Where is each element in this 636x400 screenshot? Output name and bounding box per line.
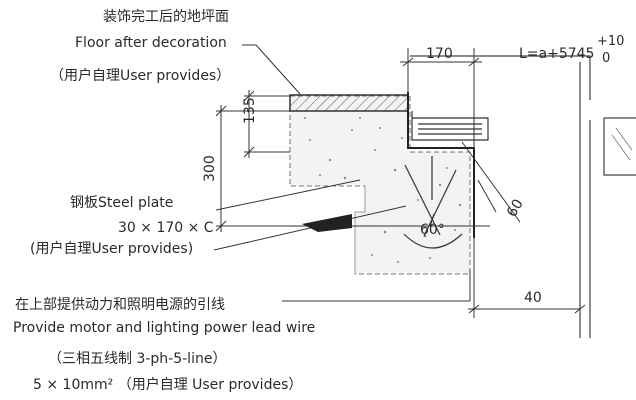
dim-40-value: 40 <box>524 290 542 306</box>
lead-wire-label-en: Provide motor and lighting power lead wi… <box>13 320 316 336</box>
dim-vertical-lines <box>215 90 290 232</box>
angle-arrow <box>429 213 435 227</box>
wire-spec-label: 5 × 10mm² （用户自理 User provides） <box>33 377 303 393</box>
dim-300-value: 300 <box>202 155 218 182</box>
dim-170-lines <box>400 48 482 148</box>
dim-170-value: 170 <box>426 46 453 62</box>
dim-tolerance-zero: 0 <box>602 51 611 66</box>
angle-spec-label: 30 × 170 × C <box>118 220 214 236</box>
steel-plate-label: 钢板Steel plate <box>70 195 174 211</box>
floor-provides-label: （用户自理User provides） <box>50 68 231 84</box>
steel-wedge <box>302 214 352 232</box>
dim-40-lines <box>468 238 586 318</box>
lead-wire-label-cn: 在上部提供动力和照明电源的引线 <box>15 297 225 313</box>
steel-plate-frame <box>411 111 489 141</box>
floor-finish-layer <box>289 94 409 112</box>
dim-tolerance-plus: +10 <box>597 34 625 49</box>
floor-label-en: Floor after decoration <box>75 35 227 51</box>
steel-angle <box>407 92 475 238</box>
dim-135-value: 135 <box>242 97 258 124</box>
dim-60-lines <box>461 141 521 223</box>
concrete-body <box>289 95 471 275</box>
dim-length-formula: L=a+5745 <box>519 46 595 62</box>
anchor-bolts <box>403 156 463 249</box>
angle-provides-label: (用户自理User provides) <box>30 241 194 257</box>
truss-outline <box>410 55 636 338</box>
angle-60-deg: 60° <box>420 222 445 238</box>
three-phase-label: （三相五线制 3-ph-5-line） <box>48 351 227 367</box>
floor-label-cn: 装饰完工后的地坪面 <box>103 9 229 25</box>
